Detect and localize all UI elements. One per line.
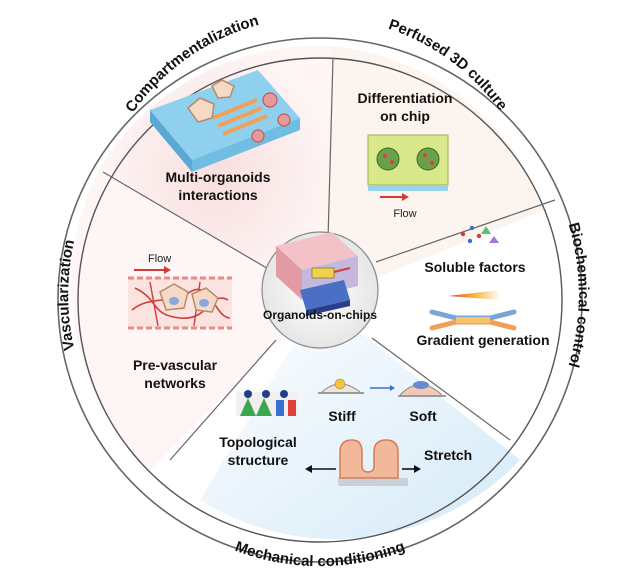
- stiff-substrate-icon: [318, 378, 364, 394]
- soluble-factors-icon: [460, 225, 499, 244]
- topological-label: Topological: [219, 434, 297, 450]
- inner-ring: [77, 57, 563, 543]
- networks-label: networks: [144, 375, 206, 391]
- stiff-label: Stiff: [328, 408, 356, 424]
- perfused-flow-label: Flow: [393, 208, 416, 220]
- gradient-generator-icon: [429, 290, 517, 331]
- multi-organoids-label: Multi-organoids: [166, 169, 271, 185]
- pre-vascular-network-illustration: [128, 266, 232, 330]
- soluble-factors-label: Soluble factors: [424, 259, 525, 275]
- center-chip-illustration: [276, 232, 358, 316]
- gradient-generation-label: Gradient generation: [416, 332, 549, 348]
- differentiation-label: Differentiation: [358, 90, 453, 106]
- center-label: Organoids-on-chips: [263, 308, 377, 322]
- pre-vascular-label: Pre-vascular: [133, 357, 218, 373]
- multi-organoid-chip-illustration: [150, 70, 300, 172]
- structure-label: structure: [228, 452, 289, 468]
- soft-label: Soft: [409, 408, 437, 424]
- mechanical-segment-bg: [200, 300, 520, 539]
- perfused-chip-illustration: [367, 134, 449, 201]
- stiff-to-soft-arrow-icon: [370, 385, 395, 391]
- interactions-label: interactions: [178, 187, 258, 203]
- soft-substrate-icon: [398, 381, 446, 397]
- vascular-flow-label: Flow: [148, 253, 171, 265]
- ring-label-vascularization: Vascularization: [55, 238, 78, 352]
- segment-dividers: [102, 57, 556, 461]
- stretch-device-icon: [305, 439, 421, 486]
- on-chip-label: on chip: [380, 108, 430, 124]
- topological-structure-icon: [236, 390, 298, 416]
- stretch-label: Stretch: [424, 447, 472, 463]
